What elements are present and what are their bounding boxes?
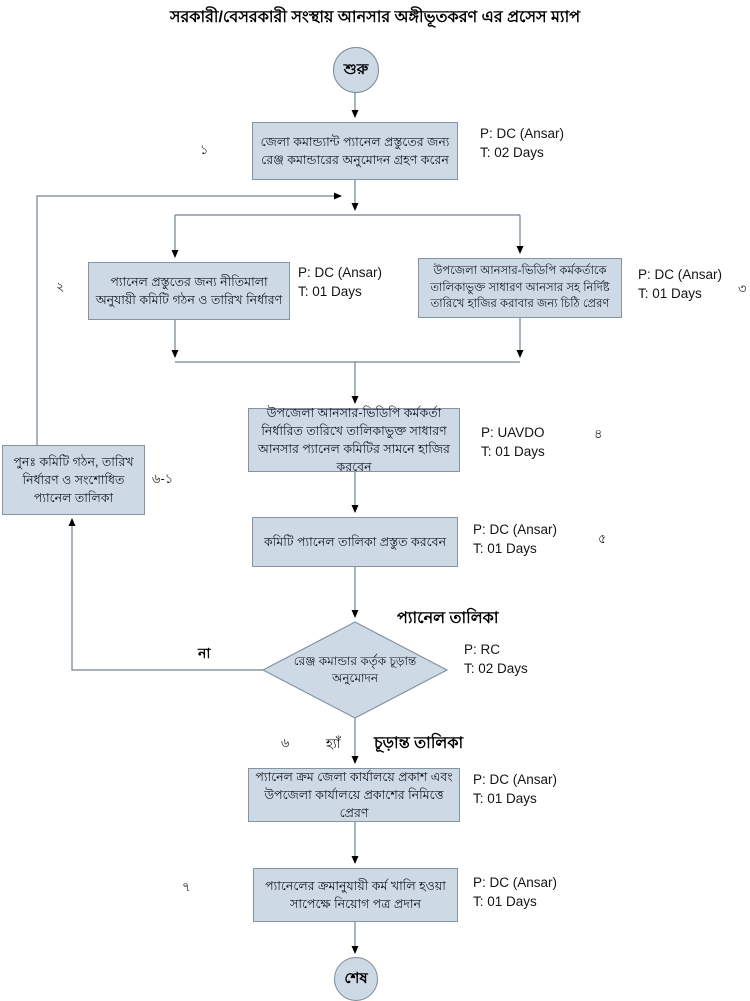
no-branch-label: না	[198, 645, 211, 661]
step-number-2: ২	[56, 279, 65, 294]
annotation-step6-p: P: DC (Ansar)	[473, 772, 558, 787]
process-box-7: প্যানেলের ক্রমানুযায়ী কর্ম খালি হওয়া স…	[253, 868, 458, 922]
annotation-step5-t: T: 01 Days	[473, 540, 537, 556]
decision-label: রেঞ্জ কমান্ডার কর্তৃক চূড়ান্ত অনুমোদন	[293, 654, 417, 685]
annotation-step7: P: DC (Ansar) T: 01 Days	[473, 874, 557, 912]
annotation-step1: P: DC (Ansar) T: 02 Days	[480, 125, 564, 163]
connector-feedback-to-main	[36, 192, 342, 445]
annotation-decision-t: T: 02 Days	[464, 660, 528, 676]
process-box-3: উপজেলা আনসার-ভিডিপি কর্মকর্তাকে তালিকাভু…	[418, 258, 622, 318]
yes-branch-label: হ্যাঁ	[326, 736, 341, 751]
connector-no-branch	[68, 518, 263, 671]
final-list-label: চূড়ান্ত তালিকা	[374, 735, 464, 752]
annotation-step7-t: T: 01 Days	[473, 893, 537, 909]
annotation-step3: P: DC (Ansar) T: 01 Days	[638, 266, 722, 304]
annotation-step1-p: P: DC (Ansar)	[480, 126, 565, 141]
process-box-6: প্যানেল ক্রম জেলা কার্যালয়ে প্রকাশ এবং …	[248, 768, 460, 822]
step-number-6-1: ৬-১	[152, 471, 174, 486]
step-number-5: ৫	[598, 531, 607, 546]
annotation-step4: P: UAVDO T: 01 Days	[481, 424, 545, 462]
annotation-step3-t: T: 01 Days	[638, 285, 702, 301]
annotation-step4-p: P: UAVDO	[481, 425, 545, 440]
panel-list-label: প্যানেল তালিকা	[397, 610, 499, 627]
annotation-step2-t: T: 01 Days	[298, 283, 362, 299]
annotation-decision: P: RC T: 02 Days	[464, 641, 528, 679]
step-number-6: ৬	[281, 735, 290, 750]
rework-box: পুনঃ কমিটি গঠন, তারিখ নির্ধারণ ও সংশোধিত…	[2, 445, 145, 515]
annotation-step5: P: DC (Ansar) T: 01 Days	[473, 521, 557, 559]
start-terminal: শুরু	[333, 47, 379, 93]
annotation-step3-p: P: DC (Ansar)	[638, 267, 723, 282]
step-number-3: ৩	[738, 281, 747, 296]
process-box-4: উপজেলা আনসার-ভিডিপি কর্মকর্তা নির্ধারিত …	[248, 406, 460, 474]
annotation-step2: P: DC (Ansar) T: 01 Days	[298, 264, 382, 302]
page-title: সরকারী/বেসরকারী সংস্থায় আনসার অঙ্গীভূতক…	[169, 9, 581, 26]
annotation-decision-p: P: RC	[464, 642, 501, 657]
process-box-1: জেলা কমান্ড্যান্ট প্যানেল প্রস্তুতের জন্…	[252, 122, 458, 180]
annotation-step6-t: T: 01 Days	[473, 790, 537, 806]
step-number-4: ৪	[594, 426, 603, 441]
step-number-7: ৭	[182, 879, 191, 894]
process-box-2: প্যানেল প্রস্তুতের জন্য নীতিমালা অনুযায়…	[88, 262, 290, 320]
annotation-step5-p: P: DC (Ansar)	[473, 522, 558, 537]
annotation-step2-p: P: DC (Ansar)	[298, 265, 383, 280]
annotation-step7-p: P: DC (Ansar)	[473, 875, 558, 890]
annotation-step1-t: T: 02 Days	[480, 144, 544, 160]
process-box-5: কমিটি প্যানেল তালিকা প্রস্তুত করবেন	[252, 517, 458, 567]
annotation-step6: P: DC (Ansar) T: 01 Days	[473, 771, 557, 809]
step-number-1: ১	[200, 142, 209, 157]
annotation-step4-t: T: 01 Days	[481, 443, 545, 459]
end-terminal: শেষ	[334, 957, 378, 1001]
